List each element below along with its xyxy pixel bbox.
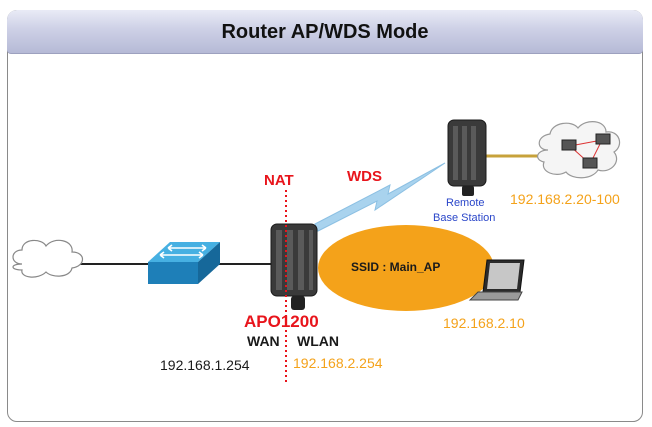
network-cloud-icon <box>537 121 621 179</box>
device-name-label: APO1200 <box>244 312 319 331</box>
wds-label: WDS <box>347 168 382 185</box>
wan-label: WAN <box>247 333 280 349</box>
switch-icon <box>148 242 220 284</box>
ssid-label: SSID : Main_AP <box>351 260 441 274</box>
remote-label-line2: Base Station <box>433 212 496 224</box>
router-icon <box>270 223 318 310</box>
wan-ip-label: 192.168.1.254 <box>160 357 250 373</box>
wlan-label: WLAN <box>297 333 339 349</box>
wlan-ip-label: 192.168.2.254 <box>293 355 383 371</box>
remote-base-station-icon <box>447 119 487 196</box>
diagram-frame <box>7 10 643 422</box>
cloud-icon <box>12 239 84 278</box>
diagram-title: Router AP/WDS Mode <box>221 21 429 43</box>
remote-label-line1: Remote <box>446 197 485 209</box>
remote-range-label: 192.168.2.20-100 <box>510 191 620 207</box>
nat-label: NAT <box>264 172 294 189</box>
ssid-coverage-area <box>318 225 494 311</box>
laptop-ip-label: 192.168.2.10 <box>443 315 525 331</box>
laptop-icon <box>468 259 525 301</box>
title-bar: Router AP/WDS Mode <box>7 10 643 54</box>
wds-wireless-link-icon <box>314 162 446 232</box>
